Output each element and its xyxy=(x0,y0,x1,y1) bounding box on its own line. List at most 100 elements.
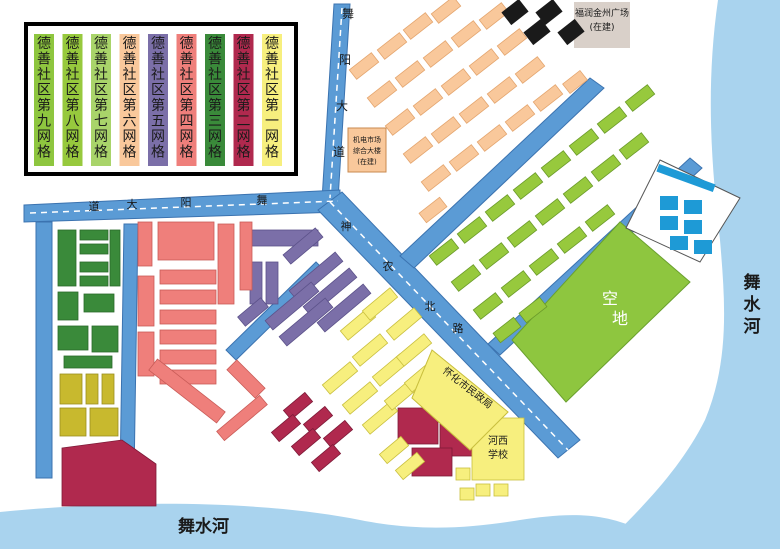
grid-three-blocks xyxy=(57,229,121,369)
legend-label-char: 格 xyxy=(66,145,80,161)
grid-five-blocks xyxy=(237,227,372,347)
legend-label-char: 三 xyxy=(208,114,222,130)
legend-label-char: 德 xyxy=(37,36,51,52)
legend-swatch xyxy=(176,34,197,166)
legend-label-char: 网 xyxy=(180,129,194,145)
market-label-line: 机电市场 xyxy=(353,135,381,144)
legend-label-char: 区 xyxy=(37,83,51,99)
legend-label-char: 区 xyxy=(237,83,251,99)
river-label-east: 舞水河 xyxy=(744,272,762,337)
legend-label-char: 格 xyxy=(237,145,251,161)
road-label-char: 阳 xyxy=(181,196,192,209)
legend-label-char: 社 xyxy=(208,67,222,83)
legend-label-char: 网 xyxy=(208,129,222,145)
legend-label-char: 七 xyxy=(94,114,108,130)
legend-label-char: 八 xyxy=(66,114,80,130)
legend-swatch xyxy=(62,34,83,166)
road-label-char: 神 xyxy=(341,219,352,233)
legend-label-char: 善 xyxy=(180,52,194,68)
legend-label-char: 善 xyxy=(237,52,251,68)
legend-label-char: 善 xyxy=(66,52,80,68)
legend-label-char: 网 xyxy=(151,129,165,145)
legend-swatch xyxy=(91,34,111,166)
river-label-char: 河 xyxy=(744,317,761,337)
legend-label-char: 六 xyxy=(123,114,137,130)
legend-label-char: 网 xyxy=(265,129,279,145)
open-land xyxy=(511,221,691,403)
legend-label-char: 区 xyxy=(94,83,108,99)
legend-label-char: 网 xyxy=(37,129,51,145)
east-grid-one-area xyxy=(625,159,741,263)
legend-label-char: 九 xyxy=(37,114,51,130)
road-label-char: 北 xyxy=(425,300,436,313)
legend-label-char: 德 xyxy=(208,36,222,52)
legend-label-char: 区 xyxy=(66,83,80,99)
legend-label-char: 社 xyxy=(37,67,51,83)
market-building-block xyxy=(347,127,387,173)
open-land-label-char: 空 xyxy=(602,289,618,308)
legend-label-char: 格 xyxy=(180,145,194,161)
road-centerlines xyxy=(29,7,569,451)
legend-swatch xyxy=(233,34,254,166)
road-label-char: 舞 xyxy=(257,194,268,207)
road-label-char: 阳 xyxy=(339,53,351,67)
legend-swatch xyxy=(34,34,54,166)
legend-label-char: 社 xyxy=(123,67,137,83)
legend-label-char: 社 xyxy=(180,67,194,83)
legend-label-char: 第 xyxy=(94,97,108,114)
legend-label-char: 第 xyxy=(37,97,51,114)
plaza-area xyxy=(501,0,630,48)
legend-label-char: 区 xyxy=(265,83,279,99)
plaza-label-line: (在建) xyxy=(589,21,614,33)
legend-label-char: 五 xyxy=(151,114,165,130)
legend: 德善社区第九网格德善社区第八网格德善社区第七网格德善社区第六网格德善社区第五网格… xyxy=(24,22,298,176)
school-label-line: 河西 xyxy=(488,435,508,447)
legend-label-char: 区 xyxy=(123,83,137,99)
south-river xyxy=(0,503,640,549)
road-label-char: 大 xyxy=(127,197,138,211)
river-label-char: 舞 xyxy=(744,272,761,293)
market-label-line: 综合大楼 xyxy=(353,146,381,155)
legend-label-char: 社 xyxy=(151,67,165,83)
road-label-char: 大 xyxy=(336,99,348,113)
road-label-char: 路 xyxy=(453,322,464,335)
legend-label-char: 二 xyxy=(237,114,251,130)
market-label-line: (在建) xyxy=(357,157,377,166)
legend-label-char: 社 xyxy=(265,67,279,83)
road-label-char: 舞 xyxy=(342,7,354,21)
legend-label-char: 德 xyxy=(180,36,194,52)
legend-label-char: 四 xyxy=(180,114,194,130)
legend-label-char: 第 xyxy=(123,97,137,114)
school-label-line: 学校 xyxy=(488,448,508,461)
legend-swatch xyxy=(148,34,168,166)
legend-swatch xyxy=(205,34,225,166)
legend-label-char: 第 xyxy=(237,97,251,114)
legend-label-char: 格 xyxy=(123,145,137,161)
plaza-label: 福润金州广场 (在建) xyxy=(575,7,629,33)
river-label-char: 水 xyxy=(744,294,762,315)
road-middle-vertical xyxy=(119,223,139,479)
legend-swatch xyxy=(119,34,140,166)
legend-label-char: 社 xyxy=(237,67,251,83)
legend-label-char: 社 xyxy=(66,67,80,83)
legend-label-char: 善 xyxy=(265,52,279,68)
legend-label-char: 第 xyxy=(151,97,165,114)
legend-label-char: 区 xyxy=(151,83,165,99)
grid-six-blocks xyxy=(347,0,588,224)
road-northeast-diagonal xyxy=(399,77,605,269)
legend-label-char: 德 xyxy=(265,36,279,52)
grid-eight-blocks xyxy=(428,84,656,344)
legend-label-char: 区 xyxy=(208,83,222,99)
legend-label-char: 德 xyxy=(94,36,108,52)
legend-label-char: 一 xyxy=(265,114,279,130)
east-river xyxy=(600,0,780,549)
road-label-char: 道 xyxy=(333,145,345,159)
plaza-label-line: 福润金州广场 xyxy=(575,7,629,19)
grid-nine-southwest-blocks xyxy=(59,373,119,437)
legend-label-char: 格 xyxy=(265,145,279,161)
